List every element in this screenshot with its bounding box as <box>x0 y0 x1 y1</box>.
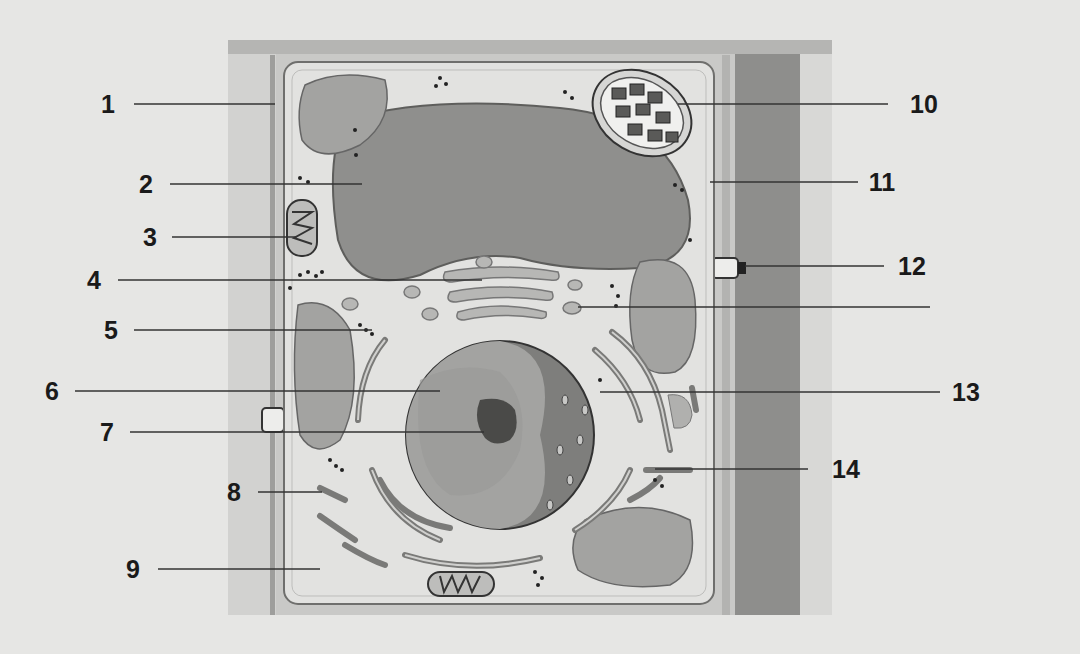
golgi-apparatus <box>342 256 582 320</box>
callout-number: 2 <box>139 172 153 197</box>
cell-wall <box>228 40 832 615</box>
callout-number: 11 <box>869 170 895 195</box>
callout-number: 7 <box>100 420 114 445</box>
mitochondrion <box>428 572 494 596</box>
nucleolus <box>477 399 517 444</box>
plastid <box>668 395 692 429</box>
nuclear-envelope <box>406 341 594 529</box>
plasmodesma <box>262 408 284 432</box>
nucleoplasm <box>406 341 545 529</box>
mitochondrion <box>287 200 317 256</box>
grana <box>612 84 678 142</box>
plasmodesma <box>738 262 746 274</box>
callout-number: 9 <box>126 557 140 582</box>
endoplasmic-reticulum <box>358 332 670 566</box>
callout-number: 5 <box>104 318 118 343</box>
callout-number: 1 <box>101 92 115 117</box>
callout-number: 3 <box>143 225 157 250</box>
cytoplasm <box>284 62 714 604</box>
neighbour-cell <box>800 40 832 615</box>
cell-wall <box>228 40 832 54</box>
central-vacuole <box>333 104 690 281</box>
neighbour-cell <box>735 40 800 615</box>
plasmodesma <box>712 258 738 278</box>
callout-number: 14 <box>832 457 860 482</box>
chloroplast <box>577 52 707 173</box>
callout-number: 13 <box>952 380 980 405</box>
ribosomes <box>288 76 692 587</box>
middle-lamella <box>722 55 730 615</box>
leader-lines <box>75 104 940 569</box>
plastid <box>294 303 354 449</box>
callout-number: 6 <box>45 379 59 404</box>
middle-lamella <box>270 55 275 615</box>
callout-number: 4 <box>87 268 101 293</box>
plastid <box>299 75 387 154</box>
chloroplast <box>588 63 696 162</box>
neighbour-cell <box>228 40 276 615</box>
endoplasmic-reticulum <box>320 332 696 566</box>
callout-number: 12 <box>898 254 926 279</box>
callout-number: 8 <box>227 480 241 505</box>
callout-number: 10 <box>910 92 938 117</box>
nuclear-pore <box>547 395 588 510</box>
